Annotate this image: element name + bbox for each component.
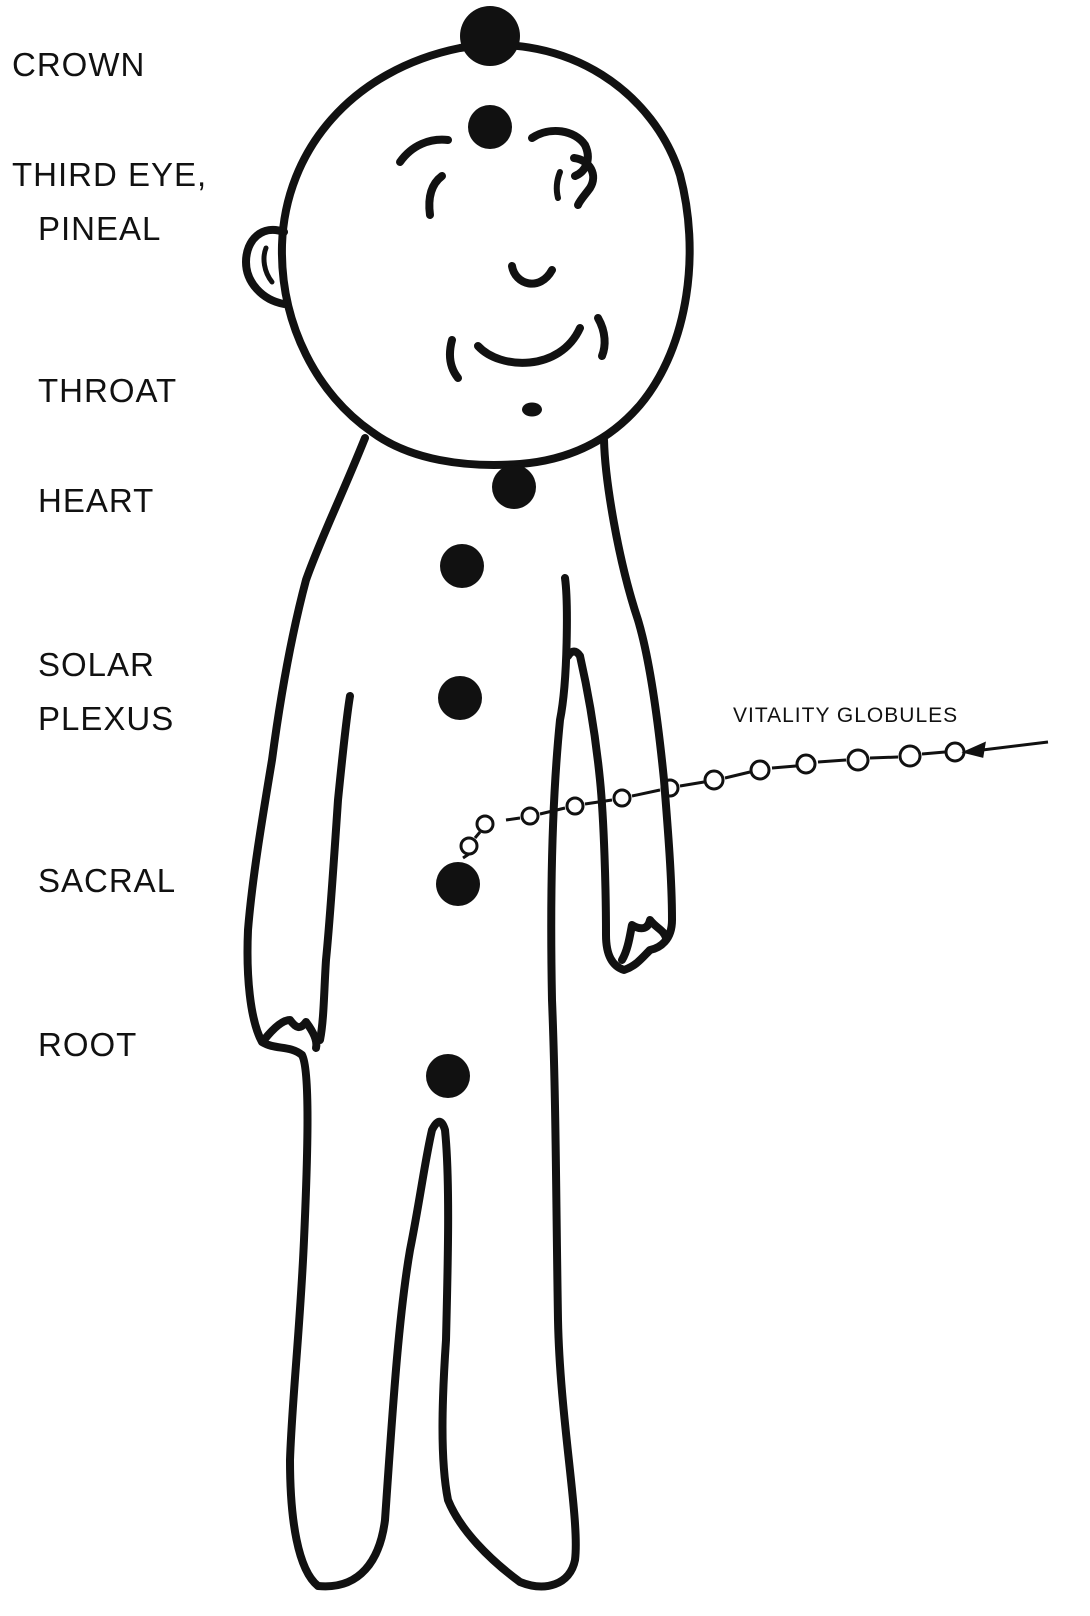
- globule: [522, 808, 538, 824]
- right-eye: [574, 158, 593, 205]
- left-eyebrow: [400, 140, 448, 162]
- body-outline: [248, 438, 576, 1586]
- sacral-chakra-dot: [436, 862, 480, 906]
- throat-chakra-dot: [522, 403, 542, 417]
- globule: [477, 816, 493, 832]
- globule: [461, 838, 477, 854]
- solar-plexus-dot: [438, 676, 482, 720]
- globule: [567, 798, 583, 814]
- root-chakra-dot: [426, 1054, 470, 1098]
- globule: [848, 750, 868, 770]
- body-right-outline: [568, 440, 672, 970]
- globule: [797, 755, 815, 773]
- globule: [751, 761, 769, 779]
- crown-chakra-dot: [460, 6, 520, 66]
- solar-plexus-upper-dot: [440, 544, 484, 588]
- left-eye: [429, 176, 442, 215]
- nose: [512, 266, 552, 284]
- third-eye-chakra-dot: [468, 105, 512, 149]
- arrow-head: [966, 744, 984, 756]
- globule: [900, 746, 920, 766]
- left-arm: [320, 696, 350, 1040]
- globule: [614, 790, 630, 806]
- globule: [946, 743, 964, 761]
- mouth: [478, 328, 580, 363]
- globule: [705, 771, 723, 789]
- heart-chakra-dot: [492, 465, 536, 509]
